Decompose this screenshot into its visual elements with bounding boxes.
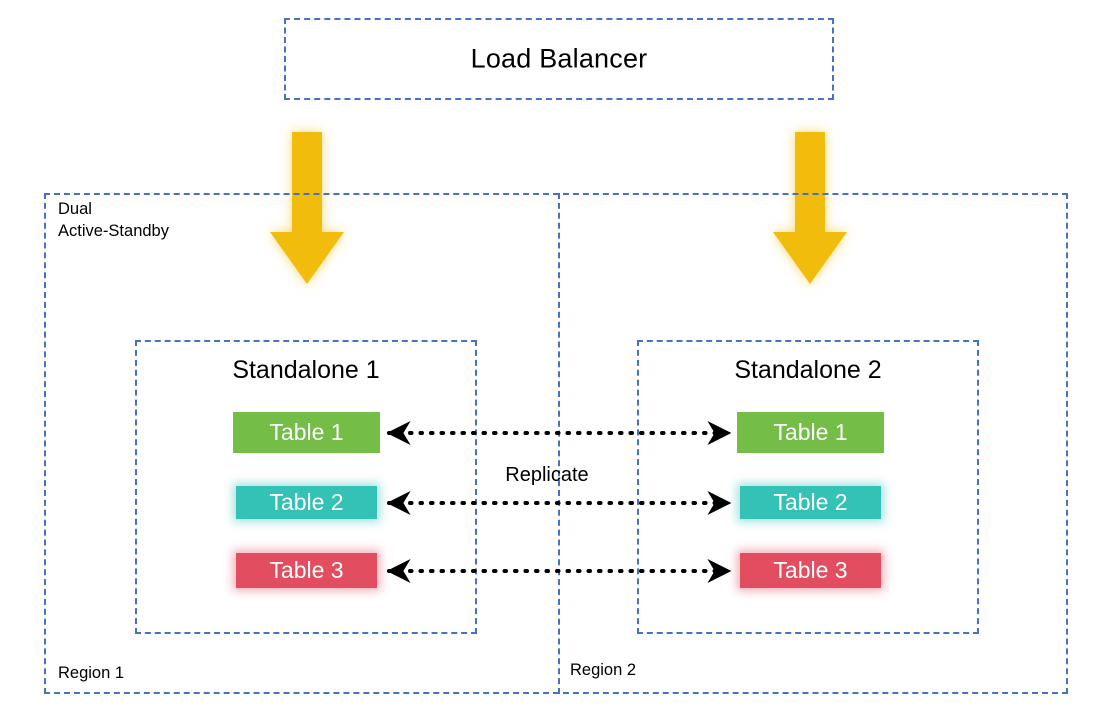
- standalone-1-box[interactable]: Standalone 1: [135, 340, 477, 634]
- region-2-label: Region 2: [570, 661, 637, 679]
- load-balancer-label: Load Balancer: [470, 43, 648, 74]
- standalone-2-box[interactable]: Standalone 2: [637, 340, 979, 634]
- standalone-1-table-2[interactable]: Table 2: [236, 486, 377, 519]
- standalone-2-table-2[interactable]: Table 2: [740, 486, 881, 519]
- dual-active-standby-label: Dual Active-Standby: [58, 200, 169, 241]
- standalone-2-table-1[interactable]: Table 1: [737, 412, 884, 453]
- traffic-down-arrow-icon: [268, 132, 346, 287]
- traffic-down-arrow-icon: [771, 132, 849, 287]
- standalone-1-table-1[interactable]: Table 1: [233, 412, 380, 453]
- standalone-2-table-3[interactable]: Table 3: [740, 553, 881, 588]
- regions-container: [44, 193, 1068, 694]
- load-balancer-box[interactable]: Load Balancer: [284, 18, 834, 100]
- region-divider: [558, 193, 560, 694]
- region-1-label: Region 1: [58, 664, 125, 682]
- replicate-label: Replicate: [505, 464, 589, 486]
- standalone-2-title: Standalone 2: [734, 356, 882, 384]
- standalone-1-table-3[interactable]: Table 3: [236, 553, 377, 588]
- standalone-1-title: Standalone 1: [232, 356, 380, 384]
